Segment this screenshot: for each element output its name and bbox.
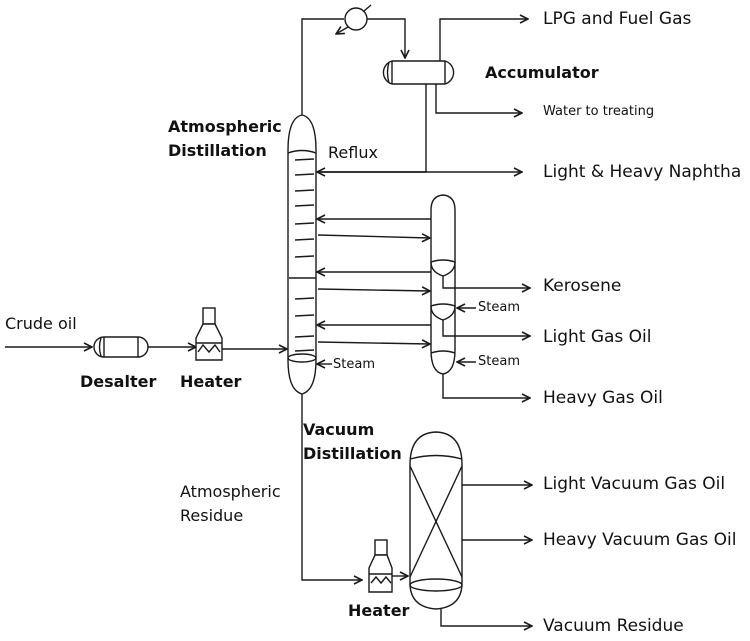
crude-oil-label: Crude oil — [5, 314, 77, 333]
product-light-gas-oil: Light Gas Oil — [543, 327, 652, 347]
reflux-label: Reflux — [328, 143, 378, 162]
accumulator-label: Accumulator — [485, 63, 599, 82]
heavy-gas-oil-line — [442, 374, 530, 398]
water-line — [435, 84, 522, 113]
atmospheric-distillation-label-2: Distillation — [168, 141, 267, 160]
desalter-label: Desalter — [80, 372, 157, 391]
product-naphtha: Light & Heavy Naphtha — [543, 162, 742, 182]
vacuum-column-icon — [409, 431, 463, 610]
steam-label-stripper-2: Steam — [478, 354, 520, 369]
atmospheric-residue-line — [301, 394, 362, 580]
steam-label-stripper-1: Steam — [478, 300, 520, 315]
vacuum-distillation-label-2: Distillation — [303, 444, 402, 463]
atmospheric-column-icon — [287, 114, 317, 395]
atmospheric-distillation-label-1: Atmospheric — [168, 117, 282, 136]
product-vacuum-residue: Vacuum Residue — [543, 616, 684, 636]
light-gas-oil-line — [442, 320, 530, 336]
product-kerosene: Kerosene — [543, 276, 622, 296]
accumulator-icon — [382, 60, 455, 85]
atmospheric-residue-label-1: Atmospheric — [180, 482, 281, 501]
lpg-line — [439, 19, 528, 61]
product-water: Water to treating — [543, 104, 655, 119]
vacuum-heater-icon — [368, 539, 393, 593]
vacuum-residue-line — [440, 609, 532, 626]
vacuum-distillation-label-1: Vacuum — [303, 420, 375, 439]
steam-label-main: Steam — [333, 357, 375, 372]
condenser-to-accumulator-line — [367, 18, 405, 58]
overhead-vapor-line — [301, 18, 344, 115]
product-light-vacuum-gas-oil: Light Vacuum Gas Oil — [543, 474, 726, 494]
product-heavy-gas-oil: Heavy Gas Oil — [543, 388, 663, 408]
product-heavy-vacuum-gas-oil: Heavy Vacuum Gas Oil — [543, 530, 737, 550]
heater-icon — [195, 307, 223, 361]
atmospheric-residue-label-2: Residue — [180, 506, 244, 525]
kerosene-line — [442, 276, 530, 288]
desalter-icon — [93, 336, 149, 358]
side-draw-2 — [317, 289, 430, 291]
side-draw-1 — [317, 235, 430, 238]
product-lpg: LPG and Fuel Gas — [543, 9, 692, 29]
side-draw-3 — [317, 342, 430, 344]
heater-label: Heater — [180, 372, 242, 391]
column-trays — [289, 158, 316, 352]
vacuum-heater-label: Heater — [348, 601, 410, 620]
